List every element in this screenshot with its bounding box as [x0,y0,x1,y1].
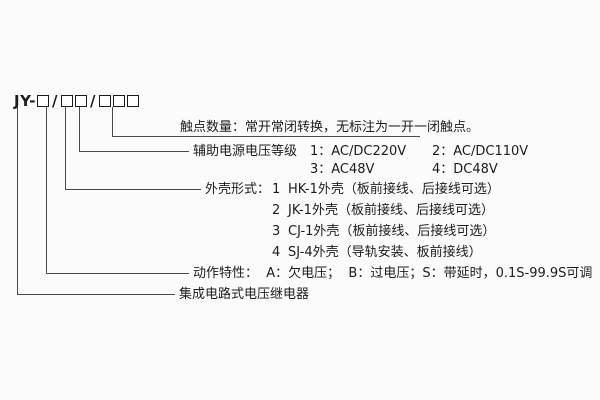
aux-voltage-option-4: 4：DC48V [432,162,498,177]
aux-voltage-option-1: 1：AC/DC220V [310,144,407,159]
aux-voltage-title: 辅助电源电压等级 [193,144,298,159]
contacts-label: 触点数量：常开常闭转换，无标注为一开一闭触点。 [180,120,480,135]
model-box [98,95,111,107]
aux-voltage-option-2: 2：AC/DC110V [432,144,529,159]
case-type-item-1-desc: HK-1外壳（板前接线、后接线可选） [288,182,500,197]
connector-action [46,107,189,274]
case-type-item-3-desc: CJ-1外壳（板前接线、后接线可选） [288,224,496,239]
model-separator: / [89,92,96,110]
model-box [112,95,125,107]
model-box [60,95,73,107]
connector-contacts [112,107,420,137]
aux-voltage-option-3: 3：AC48V [310,162,375,177]
model-box [36,95,49,107]
case-type-item-4-desc: SJ-4外壳（导轨安装、板前接线） [288,245,482,260]
case-type-item-2-desc: JK-1外壳（板前接线、后接线可选） [288,203,494,218]
case-type-item-4-num: 4 [272,245,281,260]
case-type-item-3-num: 3 [272,224,281,239]
case-type-title: 外壳形式： [205,182,271,197]
model-code: JY- / / [14,92,140,110]
model-prefix: JY- [14,92,36,110]
model-box [126,95,139,107]
case-type-item-1-num: 1 [272,182,281,197]
connector-case-type [65,107,201,190]
model-box [74,95,87,107]
connector-product-name [17,107,175,295]
connector-aux-voltage [79,107,189,152]
product-name-label: 集成电路式电压继电器 [179,287,310,302]
action-characteristic-label: 动作特性： A：欠电压； B：过电压；S：带延时，0.1S-99.9S可调 [193,266,593,281]
case-type-item-2-num: 2 [272,203,281,218]
model-separator: / [51,92,58,110]
